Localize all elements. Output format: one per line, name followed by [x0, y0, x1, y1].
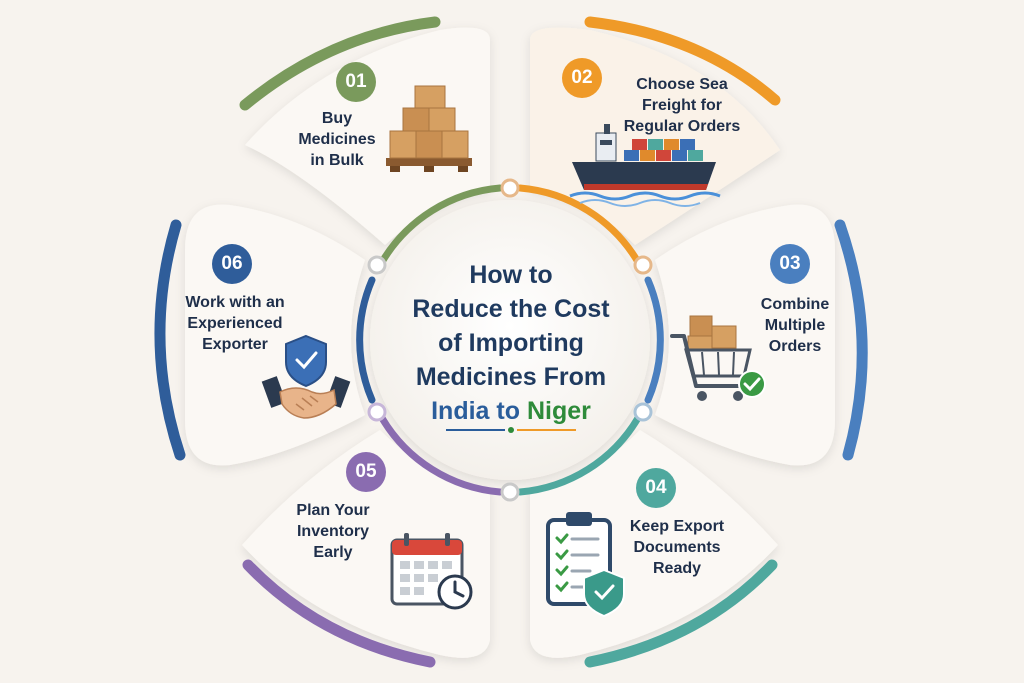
inner-arc-04: [516, 414, 642, 496]
step-02-label: Choose Sea Freight for Regular Orders: [623, 76, 741, 135]
step-04-number: 04: [636, 468, 676, 508]
ring-dot: [633, 255, 653, 275]
ring-dot: [500, 482, 520, 502]
step-02-number: 02: [562, 58, 602, 98]
step-03-label: Combine Multiple Orders: [760, 296, 830, 355]
cargo-ship-icon: [569, 124, 721, 207]
outer-arc-01: [239, 16, 441, 111]
step-05-label: Plan Your Inventory Early: [296, 502, 370, 561]
step-01-label: Buy Medicines in Bulk: [298, 110, 376, 169]
center-circle: [370, 200, 650, 480]
ring-dot: [367, 402, 387, 422]
inner-arc-03: [644, 276, 664, 404]
title-route: India to Niger: [431, 397, 591, 425]
outer-arc-04: [584, 559, 778, 668]
outer-arc-06: [154, 219, 186, 461]
step-04-label: Keep Export Documents Ready: [629, 518, 725, 577]
inner-arc-05: [378, 414, 504, 496]
page-title: How to Reduce the Cost of Importing Medi…: [380, 258, 642, 428]
step-01-number: 01: [336, 62, 376, 102]
step-06-number: 06: [212, 244, 252, 284]
step-06-label: Work with an Experienced Exporter: [185, 294, 285, 353]
inner-arc-02: [516, 184, 642, 266]
step-03-number: 03: [770, 244, 810, 284]
outer-arc-03: [834, 219, 868, 461]
ring-dot: [367, 255, 387, 275]
pallet-boxes-icon: [386, 85, 472, 172]
shopping-cart-icon: [670, 315, 766, 401]
step-05-number: 05: [346, 452, 386, 492]
handshake-shield-icon: [261, 334, 351, 419]
outer-arc-02: [584, 16, 781, 106]
clipboard-check-icon: [546, 512, 625, 618]
inner-arc-06: [356, 276, 376, 404]
card-01: [245, 27, 490, 245]
ring-dot: [500, 178, 520, 198]
inner-arc-01: [378, 184, 504, 266]
calendar-clock-icon: [390, 533, 473, 610]
outer-arc-05: [242, 559, 436, 668]
title-divider-dot: [508, 427, 514, 433]
ring-dot: [633, 402, 653, 422]
